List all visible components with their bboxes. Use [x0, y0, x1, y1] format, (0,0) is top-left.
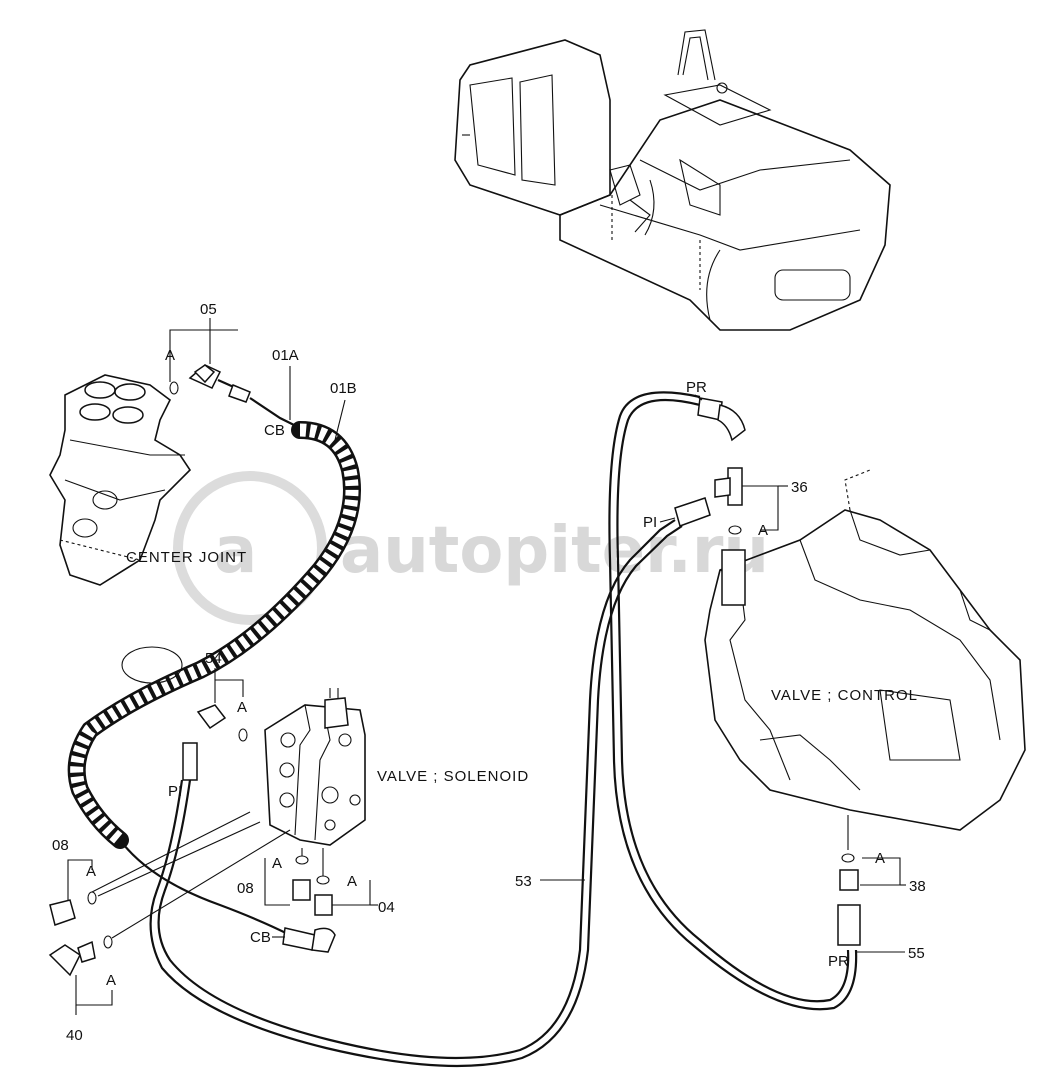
port-label-cb-bottom: CB [250, 929, 271, 946]
port-label-a-08: A [86, 863, 96, 880]
port-label-pi-left: PI [168, 783, 182, 800]
callout-05: 05 [200, 301, 217, 318]
callout-55: 55 [908, 945, 925, 962]
callout-01a: 01A [272, 347, 299, 364]
control-valve: VALVE ; CONTROL [704, 469, 1026, 831]
hose-55-callout: PR 55 [828, 945, 925, 970]
port-label-a-05: A [165, 347, 175, 364]
center-joint: CENTER JOINT [49, 374, 247, 586]
port-label-a-38: A [875, 850, 885, 867]
fitting-38: A 38 [837, 815, 926, 946]
callout-53: 53 [515, 873, 532, 890]
callout-01b: 01B [330, 380, 357, 397]
fittings-solenoid-bottom: A 08 A 04 [237, 848, 395, 916]
port-label-a-36: A [758, 522, 768, 539]
fitting-05: 05 A [165, 301, 238, 395]
fittings-left: 08 A A 40 [48, 811, 291, 1044]
port-label-pr-top: PR [686, 379, 707, 396]
control-valve-label: VALVE ; CONTROL [771, 687, 918, 704]
callout-38: 38 [909, 878, 926, 895]
callout-08-top: 08 [52, 837, 69, 854]
watermark-text: autopiter.ru [340, 514, 769, 588]
hose-pr: PR [608, 379, 858, 1011]
callout-04: 04 [378, 899, 395, 916]
callout-36: 36 [791, 479, 808, 496]
port-label-a-sol-left: A [272, 855, 282, 872]
solenoid-valve-label: VALVE ; SOLENOID [377, 768, 529, 785]
port-label-pi-right: PI [643, 514, 657, 531]
solenoid-valve: VALVE ; SOLENOID [264, 688, 529, 846]
callout-08-mid: 08 [237, 880, 254, 897]
callout-54: 54 [205, 650, 222, 667]
port-label-cb-01a: CB [264, 422, 285, 439]
watermark: a autopiter.ru [173, 471, 769, 625]
hose-53-callout: 53 [515, 873, 585, 890]
port-label-a-40: A [106, 972, 116, 989]
fitting-54: 54 A PI [149, 519, 683, 1068]
fitting-36: 36 A PI [643, 467, 808, 539]
port-label-a-04: A [347, 873, 357, 890]
port-label-pr-bottom: PR [828, 953, 849, 970]
excavator-illustration [454, 29, 891, 331]
center-joint-label: CENTER JOINT [126, 549, 247, 566]
watermark-logo-glyph: a [214, 514, 257, 588]
callouts-01: 01A 01B CB [264, 347, 357, 441]
callout-40: 40 [66, 1027, 83, 1044]
port-label-a-54: A [237, 699, 247, 716]
